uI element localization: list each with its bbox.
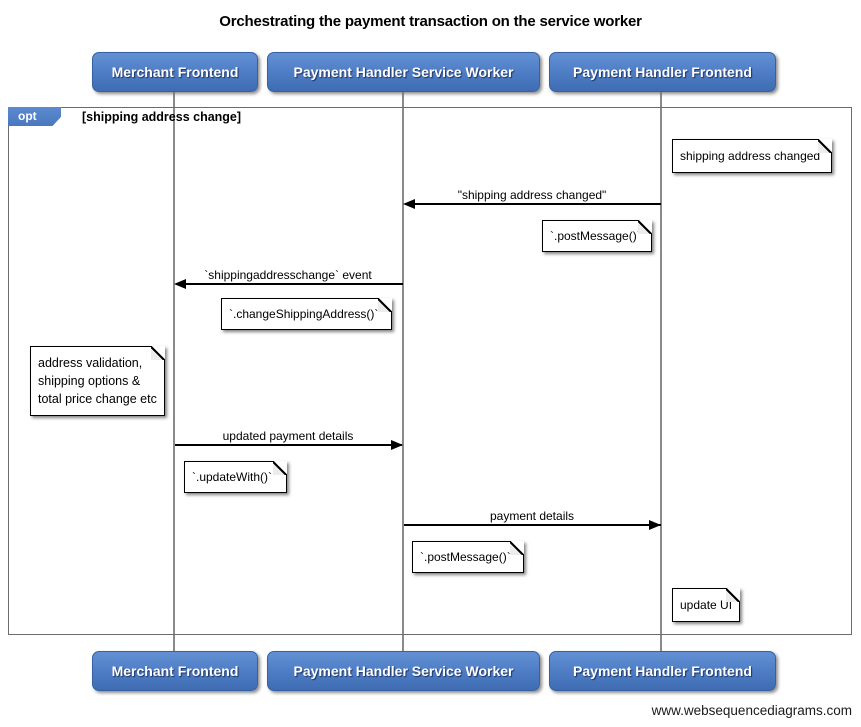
arrowhead-right-icon bbox=[649, 520, 661, 530]
note-postmessage-2: `.postMessage()` bbox=[412, 541, 524, 573]
note-text: update UI bbox=[680, 598, 733, 612]
note-update-ui: update UI bbox=[672, 588, 740, 622]
message-line bbox=[176, 283, 403, 285]
actor-top-payment-handler-service-worker: Payment Handler Service Worker bbox=[267, 52, 540, 92]
lifeline-payment-handler-frontend bbox=[660, 92, 662, 651]
note-shipping-address-changed: shipping address changed bbox=[672, 139, 832, 173]
note-text: `.postMessage()` bbox=[550, 229, 641, 243]
actor-bottom-payment-handler-frontend: Payment Handler Frontend bbox=[549, 651, 776, 691]
message-label: payment details bbox=[489, 509, 575, 523]
note-text: shipping address changed bbox=[680, 149, 821, 163]
message-label: updated payment details bbox=[222, 429, 354, 443]
message-line bbox=[405, 203, 661, 205]
note-updatewith: `.updateWith()` bbox=[184, 461, 287, 493]
lifeline-payment-handler-service-worker bbox=[402, 92, 404, 651]
actor-bottom-payment-handler-service-worker: Payment Handler Service Worker bbox=[267, 651, 540, 691]
watermark-websequencediagrams: www.websequencediagrams.com bbox=[651, 703, 852, 718]
note-address-validation: address validation, shipping options & t… bbox=[30, 346, 165, 416]
opt-operator-tab: opt bbox=[8, 107, 61, 126]
note-changeshippingaddress: `.changeShippingAddress()` bbox=[221, 298, 392, 330]
lifeline-merchant-frontend bbox=[173, 92, 175, 651]
arrowhead-left-icon bbox=[403, 199, 415, 209]
note-text: `.updateWith()` bbox=[192, 470, 273, 484]
actor-bottom-merchant-frontend: Merchant Frontend bbox=[92, 651, 258, 691]
opt-guard-label: [shipping address change] bbox=[82, 110, 242, 124]
note-postmessage-1: `.postMessage()` bbox=[542, 220, 652, 252]
note-text: address validation, shipping options & t… bbox=[38, 355, 157, 407]
note-text: `.changeShippingAddress()` bbox=[229, 307, 379, 321]
actor-top-payment-handler-frontend: Payment Handler Frontend bbox=[549, 52, 776, 92]
arrowhead-left-icon bbox=[174, 279, 186, 289]
arrowhead-right-icon bbox=[391, 440, 403, 450]
actor-top-merchant-frontend: Merchant Frontend bbox=[92, 52, 258, 92]
opt-fragment-frame bbox=[8, 107, 852, 635]
note-text: `.postMessage()` bbox=[420, 550, 511, 564]
diagram-title: Orchestrating the payment transaction on… bbox=[219, 13, 642, 30]
message-line bbox=[404, 524, 661, 526]
message-line bbox=[175, 444, 402, 446]
message-label: `shippingaddresschange` event bbox=[204, 268, 372, 282]
message-label: "shipping address changed" bbox=[457, 188, 607, 202]
